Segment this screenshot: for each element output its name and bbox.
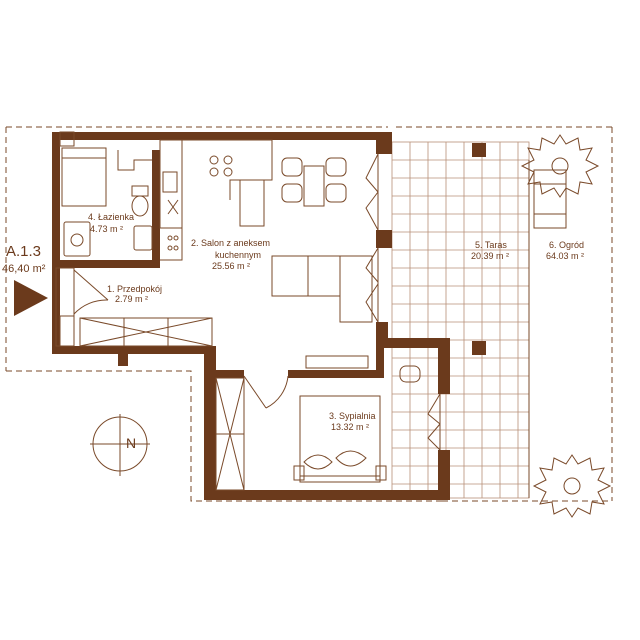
room-label-area: 2.79 m ² <box>115 294 148 304</box>
bedroom-door <box>243 375 289 409</box>
room-label-name: 1. Przedpokój <box>107 284 162 294</box>
entrance-arrow-icon <box>14 280 48 316</box>
room-label-area: 20.39 m ² <box>471 251 509 261</box>
unit-code: A.1.3 <box>6 243 41 260</box>
dining-table <box>281 157 347 207</box>
plot-boundary <box>5 126 613 502</box>
room-label-name: 6. Ogród <box>549 240 584 250</box>
tree-icon <box>532 454 612 518</box>
walls <box>52 132 450 500</box>
room-label-area: 64.03 m ² <box>546 251 584 261</box>
garden-elements <box>528 160 567 498</box>
wardrobe <box>79 317 213 347</box>
bedroom-wardrobe <box>215 377 245 491</box>
room-label-area: 4.73 m ² <box>90 224 123 234</box>
bedroom-window <box>427 393 441 451</box>
living-room-windows <box>365 153 379 323</box>
room-label-area: 25.56 m ² <box>212 261 250 271</box>
entrance-door <box>73 269 109 315</box>
sofa <box>271 255 373 323</box>
room-label-name: 4. Łazienka <box>88 212 134 222</box>
bathroom-fixtures <box>61 147 153 257</box>
room-label-name-2: kuchennym <box>215 250 261 260</box>
terrace-tiles <box>391 141 530 499</box>
room-label-area: 13.32 m ² <box>331 422 369 432</box>
bedroom-desk <box>305 355 421 383</box>
entrance-wall-detail <box>55 131 75 347</box>
kitchen-counter <box>159 139 273 261</box>
bed <box>293 395 387 483</box>
tree-icon <box>520 134 600 198</box>
room-label-name: 5. Taras <box>475 240 507 250</box>
compass-icon <box>90 414 150 476</box>
room-label-name: 2. Salon z aneksem <box>191 238 270 248</box>
room-label-name: 3. Sypialnia <box>329 411 376 421</box>
terrace-columns <box>472 143 486 355</box>
compass-letter: N <box>126 435 136 451</box>
unit-area: 46,40 m² <box>2 263 46 275</box>
